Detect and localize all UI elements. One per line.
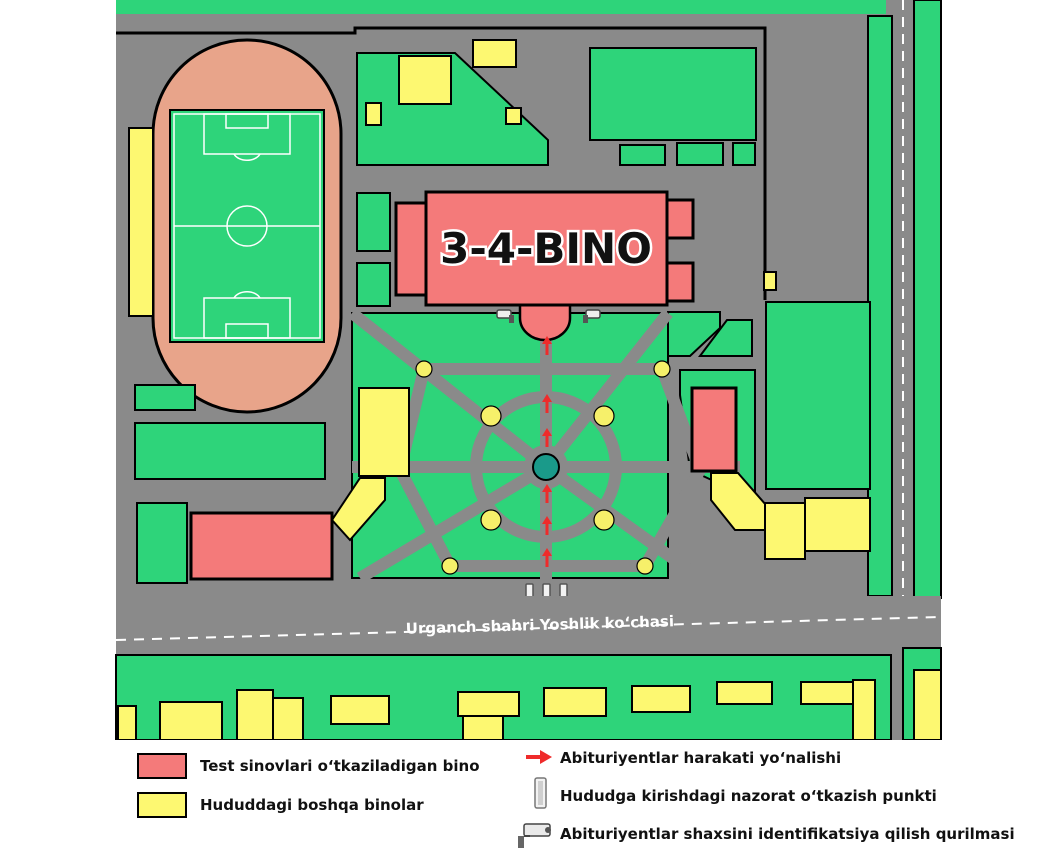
street: Urganch shahri Yoshlik ko‘chasi <box>115 606 942 648</box>
legend-swatch-test <box>137 753 187 779</box>
legend-test-building: Test sinovlari o‘tkaziladigan bino <box>200 757 480 775</box>
direction-arrow-icon <box>526 750 552 764</box>
legend-other-buildings: Hududdagi boshqa binolar <box>200 796 424 814</box>
main-test-building: 3-4-BINO <box>394 190 695 342</box>
camera-icon <box>496 309 514 323</box>
checkpoint-gate-icon <box>534 777 547 809</box>
legend-swatch-other <box>137 792 187 818</box>
campus-map: 3-4-BINO Urganch shahri Yoshlik ko‘chasi <box>115 0 942 740</box>
direction-arrows <box>542 336 552 567</box>
park-lamps <box>415 360 671 575</box>
legend-checkpoint: Hududga kirishdagi nazorat o‘tkazish pun… <box>560 787 937 805</box>
camera-icon <box>583 309 601 323</box>
legend-direction: Abituriyentlar harakati yo‘nalishi <box>560 749 842 767</box>
legend-camera: Abituriyentlar shaxsini identifikatsiya … <box>560 825 1015 843</box>
building-label: 3-4-BINO <box>440 224 652 273</box>
football-field <box>169 109 325 343</box>
camera-icon <box>518 823 551 848</box>
